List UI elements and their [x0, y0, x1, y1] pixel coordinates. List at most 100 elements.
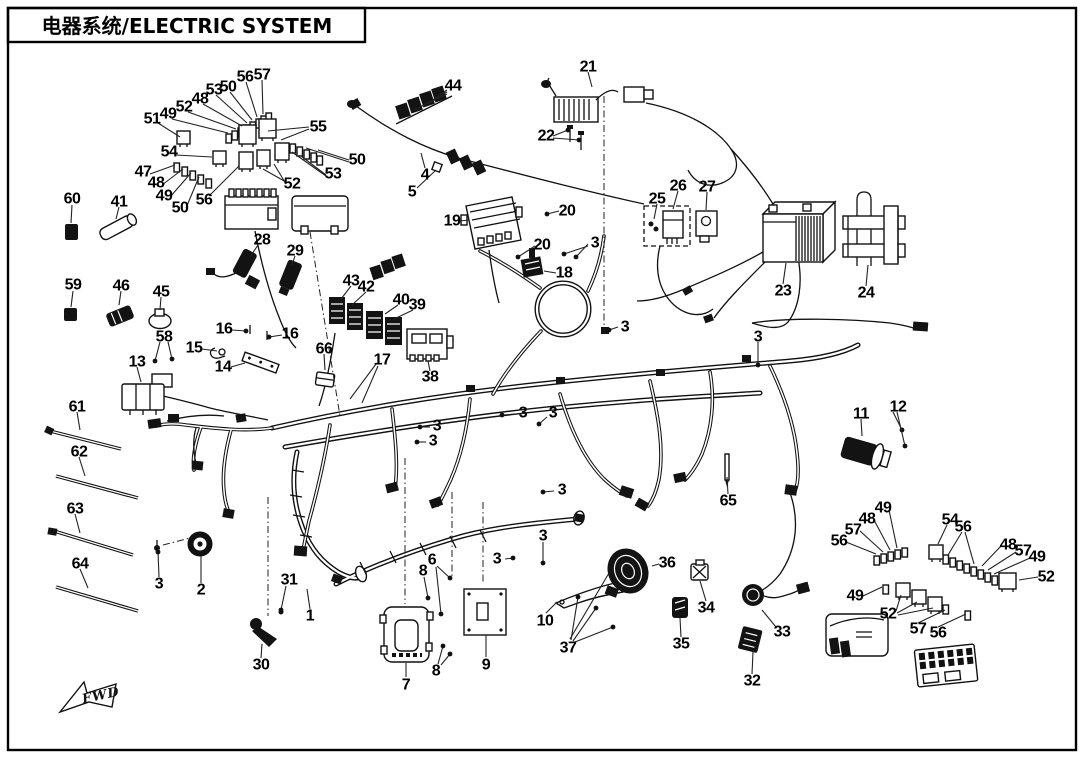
terminal	[235, 188, 242, 198]
callout-38: 38	[422, 369, 439, 386]
callout-23: 23	[775, 283, 792, 300]
leader-line	[187, 111, 237, 130]
leader-line	[229, 91, 253, 121]
callout-44: 44	[445, 78, 462, 95]
callout-57: 57	[910, 621, 927, 638]
relay-assy-25-26-27	[643, 205, 718, 247]
connector-blob	[681, 285, 694, 296]
callout-41: 41	[111, 194, 128, 211]
leader-line	[895, 594, 902, 612]
terminal	[256, 188, 263, 198]
callout-10: 10	[537, 613, 554, 630]
leader-line	[78, 456, 86, 477]
fastener-dot	[576, 137, 582, 143]
relay-pins	[259, 166, 268, 169]
leader-line	[917, 609, 946, 624]
callout-27: 27	[699, 179, 716, 196]
leader-line	[76, 411, 81, 431]
relay-cube	[998, 572, 1017, 590]
leader-line	[860, 418, 863, 437]
callout-50: 50	[349, 152, 366, 169]
leader-line	[964, 531, 975, 565]
callout-62: 62	[71, 444, 88, 461]
relay-cube	[256, 149, 271, 167]
mini-fuse	[173, 162, 181, 173]
leader-line	[136, 366, 142, 383]
mini-fuse	[181, 166, 189, 177]
connector-32	[738, 626, 763, 653]
mini-fuse	[942, 604, 950, 615]
leader-line	[859, 530, 884, 553]
fastener-dot	[447, 575, 453, 581]
relay-pins	[215, 164, 224, 167]
mini-fuse	[310, 152, 318, 163]
callout-66: 66	[316, 341, 333, 358]
leader-line	[157, 551, 160, 578]
leader-line	[300, 155, 327, 176]
leader-line	[169, 172, 192, 198]
leader-line	[159, 296, 162, 311]
fuse-box-cover	[291, 195, 349, 235]
fastener-dot	[438, 611, 444, 617]
relay-bases	[329, 297, 402, 345]
relay-cube	[911, 589, 927, 605]
switch-35	[672, 597, 688, 618]
mini-fuse	[970, 566, 978, 577]
relay-cube	[927, 596, 943, 612]
leader-line	[175, 154, 213, 158]
fwd-arrow: FWD	[57, 680, 121, 714]
leader-line	[306, 588, 311, 610]
leader-line	[862, 586, 883, 597]
relay-cube	[176, 130, 191, 145]
callout-45: 45	[153, 284, 170, 301]
callout-53: 53	[206, 82, 223, 99]
callout-6: 6	[428, 552, 437, 569]
mini-fuse	[991, 575, 999, 586]
fastener-dot	[902, 443, 908, 449]
leader-line	[570, 596, 579, 641]
leader-line	[897, 607, 934, 616]
callout-3: 3	[754, 329, 763, 346]
callout-48: 48	[148, 175, 165, 192]
sensor-18	[520, 248, 544, 278]
relay-cube	[895, 582, 911, 598]
callout-20: 20	[534, 237, 551, 254]
guides-layer	[162, 96, 605, 616]
callout-9: 9	[482, 657, 491, 674]
leader-line	[260, 643, 263, 659]
horn-36	[607, 548, 649, 594]
fastener-dot	[606, 327, 612, 333]
mini-fuse	[984, 572, 992, 583]
grommet-2	[187, 531, 213, 557]
leader-line	[157, 122, 181, 138]
border	[6, 6, 1078, 752]
leader-line	[70, 204, 73, 224]
callout-28: 28	[254, 232, 271, 249]
mini-fuse	[880, 553, 888, 564]
callout-36: 36	[659, 555, 676, 572]
relay-pins	[241, 169, 251, 172]
leader-line	[115, 206, 120, 220]
mini-fuse	[901, 547, 909, 558]
callout-57: 57	[845, 522, 862, 539]
cap-41	[99, 213, 138, 241]
relay-cube	[258, 118, 277, 139]
leader-line	[215, 94, 248, 124]
callout-31: 31	[281, 572, 298, 589]
bolt-3-left	[154, 540, 160, 551]
mini-fuse	[303, 149, 311, 160]
leader-line	[74, 513, 81, 534]
connector-blob	[618, 485, 635, 499]
mini-fuse	[189, 170, 197, 181]
leader-line	[1018, 576, 1039, 581]
leader-line	[167, 341, 173, 360]
leader-line	[149, 164, 176, 175]
callout-3: 3	[433, 418, 442, 435]
leader-line	[517, 245, 536, 258]
callout-7: 7	[402, 677, 411, 694]
fastener-dot	[447, 651, 453, 657]
fastener-dot	[593, 605, 599, 611]
callout-16: 16	[216, 321, 233, 338]
connector-blob	[601, 327, 609, 334]
leader-line	[317, 149, 350, 161]
